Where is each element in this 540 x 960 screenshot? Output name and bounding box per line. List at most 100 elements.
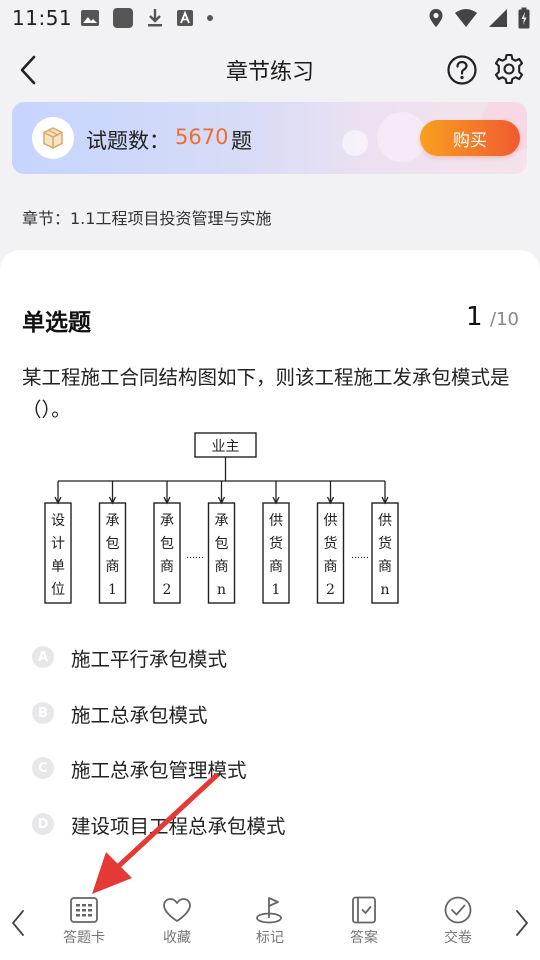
diagram-box-char: 包 <box>215 536 229 552</box>
diagram-box-char: 商 <box>215 559 229 575</box>
diagram-box-char: 商 <box>324 559 338 575</box>
next-question-button[interactable] <box>510 905 534 941</box>
page-title: 章节练习 <box>225 60 314 85</box>
diagram-box <box>316 502 345 604</box>
diagram-box-char: 位 <box>51 582 65 598</box>
previous-question-button[interactable] <box>6 905 30 941</box>
diagram-box-char: 承 <box>160 513 174 529</box>
option-c[interactable]: C 施工总承包管理模式 <box>32 751 502 785</box>
diagram-box-char: 供 <box>378 513 392 529</box>
diagram-box-char: 1 <box>108 582 117 598</box>
diagram-box-char: 2 <box>163 582 172 598</box>
question-total: /10 <box>490 309 519 330</box>
diagram-ellipsis-2: …… <box>351 551 369 561</box>
option-a-text: 施工平行承包模式 <box>71 647 228 671</box>
option-c-letter: C <box>32 757 54 779</box>
diagram-box-char: 货 <box>324 535 338 552</box>
question-count-value: 5670 <box>175 125 229 149</box>
option-d[interactable]: D 建设项目工程总承包模式 <box>32 807 502 841</box>
diagram-box-char: 承 <box>106 513 120 529</box>
diagram-box-char: 商 <box>160 559 174 575</box>
heart-icon <box>163 898 191 922</box>
diagram-box-char: 货 <box>378 535 392 552</box>
favorite-button[interactable]: 收藏 <box>145 896 209 956</box>
answer-card-button[interactable]: 答题卡 <box>52 896 116 956</box>
diagram-box-char: 供 <box>324 513 338 529</box>
diagram-box-char: 包 <box>106 536 120 552</box>
location-icon <box>429 9 443 27</box>
status-system-icons <box>428 7 530 29</box>
question-circle-icon <box>447 55 477 85</box>
battery-icon <box>518 7 530 29</box>
option-b[interactable]: B 施工总承包模式 <box>32 696 502 730</box>
wifi-icon <box>455 9 477 27</box>
status-notification-icons <box>80 8 214 28</box>
diagram-box-char: 商 <box>106 559 120 575</box>
answer-card-label: 答题卡 <box>63 930 105 946</box>
image-icon <box>81 10 99 26</box>
diagram-box-char: 承 <box>215 513 229 529</box>
answer-book-icon <box>352 896 376 924</box>
status-time: 11:51 <box>12 6 73 30</box>
question-type: 单选题 <box>22 310 91 336</box>
diagram-box-char: 单 <box>51 559 65 575</box>
diagram-box-char: 1 <box>272 582 281 598</box>
buy-button[interactable]: 购买 <box>420 120 520 156</box>
diagram-box-char: 商 <box>269 559 283 575</box>
question-box-icon <box>32 117 74 159</box>
diagram-box-char: n <box>380 582 389 598</box>
option-b-letter: B <box>32 702 54 724</box>
diagram-box-char: 货 <box>269 535 283 552</box>
download-icon <box>148 9 162 27</box>
diagram-box-char: n <box>217 582 226 598</box>
diagram-owner-box <box>194 432 257 458</box>
diagram-box-char: 2 <box>326 582 335 598</box>
option-c-text: 施工总承包管理模式 <box>71 758 247 782</box>
option-b-text: 施工总承包模式 <box>71 703 208 727</box>
diagram-box-char: 设 <box>51 513 65 529</box>
check-circle-icon <box>444 896 472 924</box>
diagram-box <box>262 502 290 604</box>
content-card-edge <box>0 250 540 270</box>
settings-button[interactable] <box>492 52 526 86</box>
mark-button[interactable]: 标记 <box>238 896 302 956</box>
chapter-label: 章节：1.1工程项目投资管理与实施 <box>22 209 272 228</box>
back-button[interactable] <box>10 50 46 90</box>
dot-icon <box>207 15 213 21</box>
chevron-left-icon <box>20 55 36 85</box>
diagram-box <box>371 502 399 604</box>
signal-icon <box>489 9 507 27</box>
flag-icon <box>256 897 282 924</box>
option-d-text: 建设项目工程总承包模式 <box>71 814 286 838</box>
gear-icon <box>494 53 524 85</box>
grid-card-icon <box>70 897 98 923</box>
chevron-right-icon <box>516 910 529 936</box>
diagram-box <box>207 502 236 604</box>
diagram-ellipsis-1: …… <box>186 551 204 561</box>
option-a[interactable]: A 施工平行承包模式 <box>32 640 502 674</box>
diagram-box <box>153 502 181 604</box>
question-text: 某工程施工合同结构图如下，则该工程施工发承包模式是（）。 <box>22 366 510 421</box>
answer-label: 答案 <box>350 930 378 946</box>
help-button[interactable] <box>446 54 478 86</box>
diagram-box-char: 商 <box>378 559 392 575</box>
mark-label: 标记 <box>256 930 284 946</box>
question-index: 1 <box>466 302 483 332</box>
favorite-label: 收藏 <box>163 930 191 946</box>
diagram-owner-label: 业主 <box>212 439 240 455</box>
option-a-letter: A <box>32 646 54 668</box>
question-count-label: 试题数： <box>86 129 170 153</box>
diagram-box-char: 供 <box>269 513 283 529</box>
submit-paper-button[interactable]: 交卷 <box>426 896 490 956</box>
diagram-box-char: 包 <box>160 536 174 552</box>
diagram-box <box>44 502 72 604</box>
font-a-icon <box>177 10 193 26</box>
app-square-icon <box>113 8 133 28</box>
diagram-box <box>98 502 127 604</box>
answer-button[interactable]: 答案 <box>332 896 396 956</box>
option-d-letter: D <box>32 813 54 835</box>
diagram-box-char: 计 <box>51 536 65 552</box>
chevron-left-icon <box>11 910 24 936</box>
submit-paper-label: 交卷 <box>444 930 472 946</box>
